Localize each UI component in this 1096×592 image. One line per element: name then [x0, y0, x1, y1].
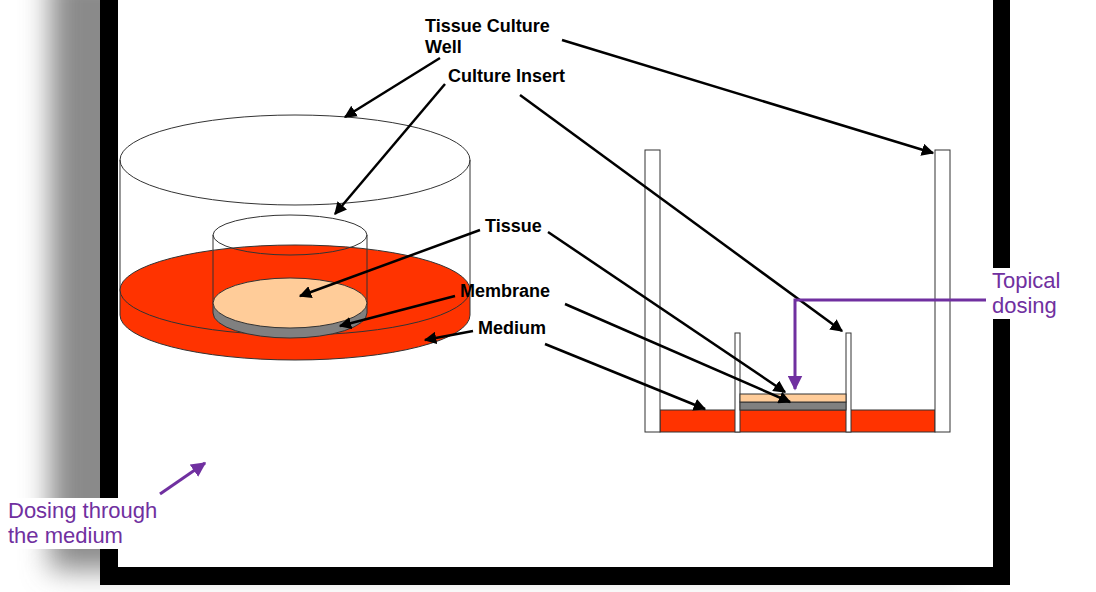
tissue-disc [213, 278, 367, 328]
part-label: Tissue [485, 216, 542, 237]
part-label: Tissue Culture Well [425, 16, 565, 57]
dosing-label: Dosing through the medium [6, 498, 175, 549]
leader-line [300, 230, 480, 296]
leader-line [340, 296, 455, 326]
dosing-arrow [160, 463, 205, 494]
part-label: Membrane [460, 281, 550, 302]
well-wall [120, 160, 121, 290]
part-label: Medium [478, 318, 546, 339]
part-label: Culture Insert [448, 66, 565, 87]
medium-layer [660, 410, 935, 432]
dosing-label: Topical dosing [990, 268, 1084, 319]
tissue-layer [740, 394, 846, 402]
medium-disc [120, 245, 470, 335]
leader-line [520, 95, 842, 331]
leader-line [335, 84, 445, 214]
leader-line [565, 304, 790, 402]
insert-wall [735, 333, 740, 432]
frame-ground [118, 0, 993, 567]
well-section [645, 150, 950, 432]
well-wall [935, 150, 950, 432]
insert-wall [846, 333, 851, 432]
dosing-arrows [160, 300, 986, 494]
well-3d [120, 115, 470, 360]
frame-border [100, 0, 1010, 585]
membrane-layer [740, 402, 846, 410]
leader-lines [300, 40, 933, 409]
well-rim [120, 115, 470, 205]
leader-line [545, 344, 705, 409]
leader-line [425, 331, 473, 340]
leader-line [562, 40, 933, 153]
insert-wall [213, 235, 214, 303]
well-wall [470, 160, 471, 290]
insert-wall [367, 235, 368, 303]
dosing-arrow [795, 300, 986, 389]
insert-rim [213, 215, 367, 255]
